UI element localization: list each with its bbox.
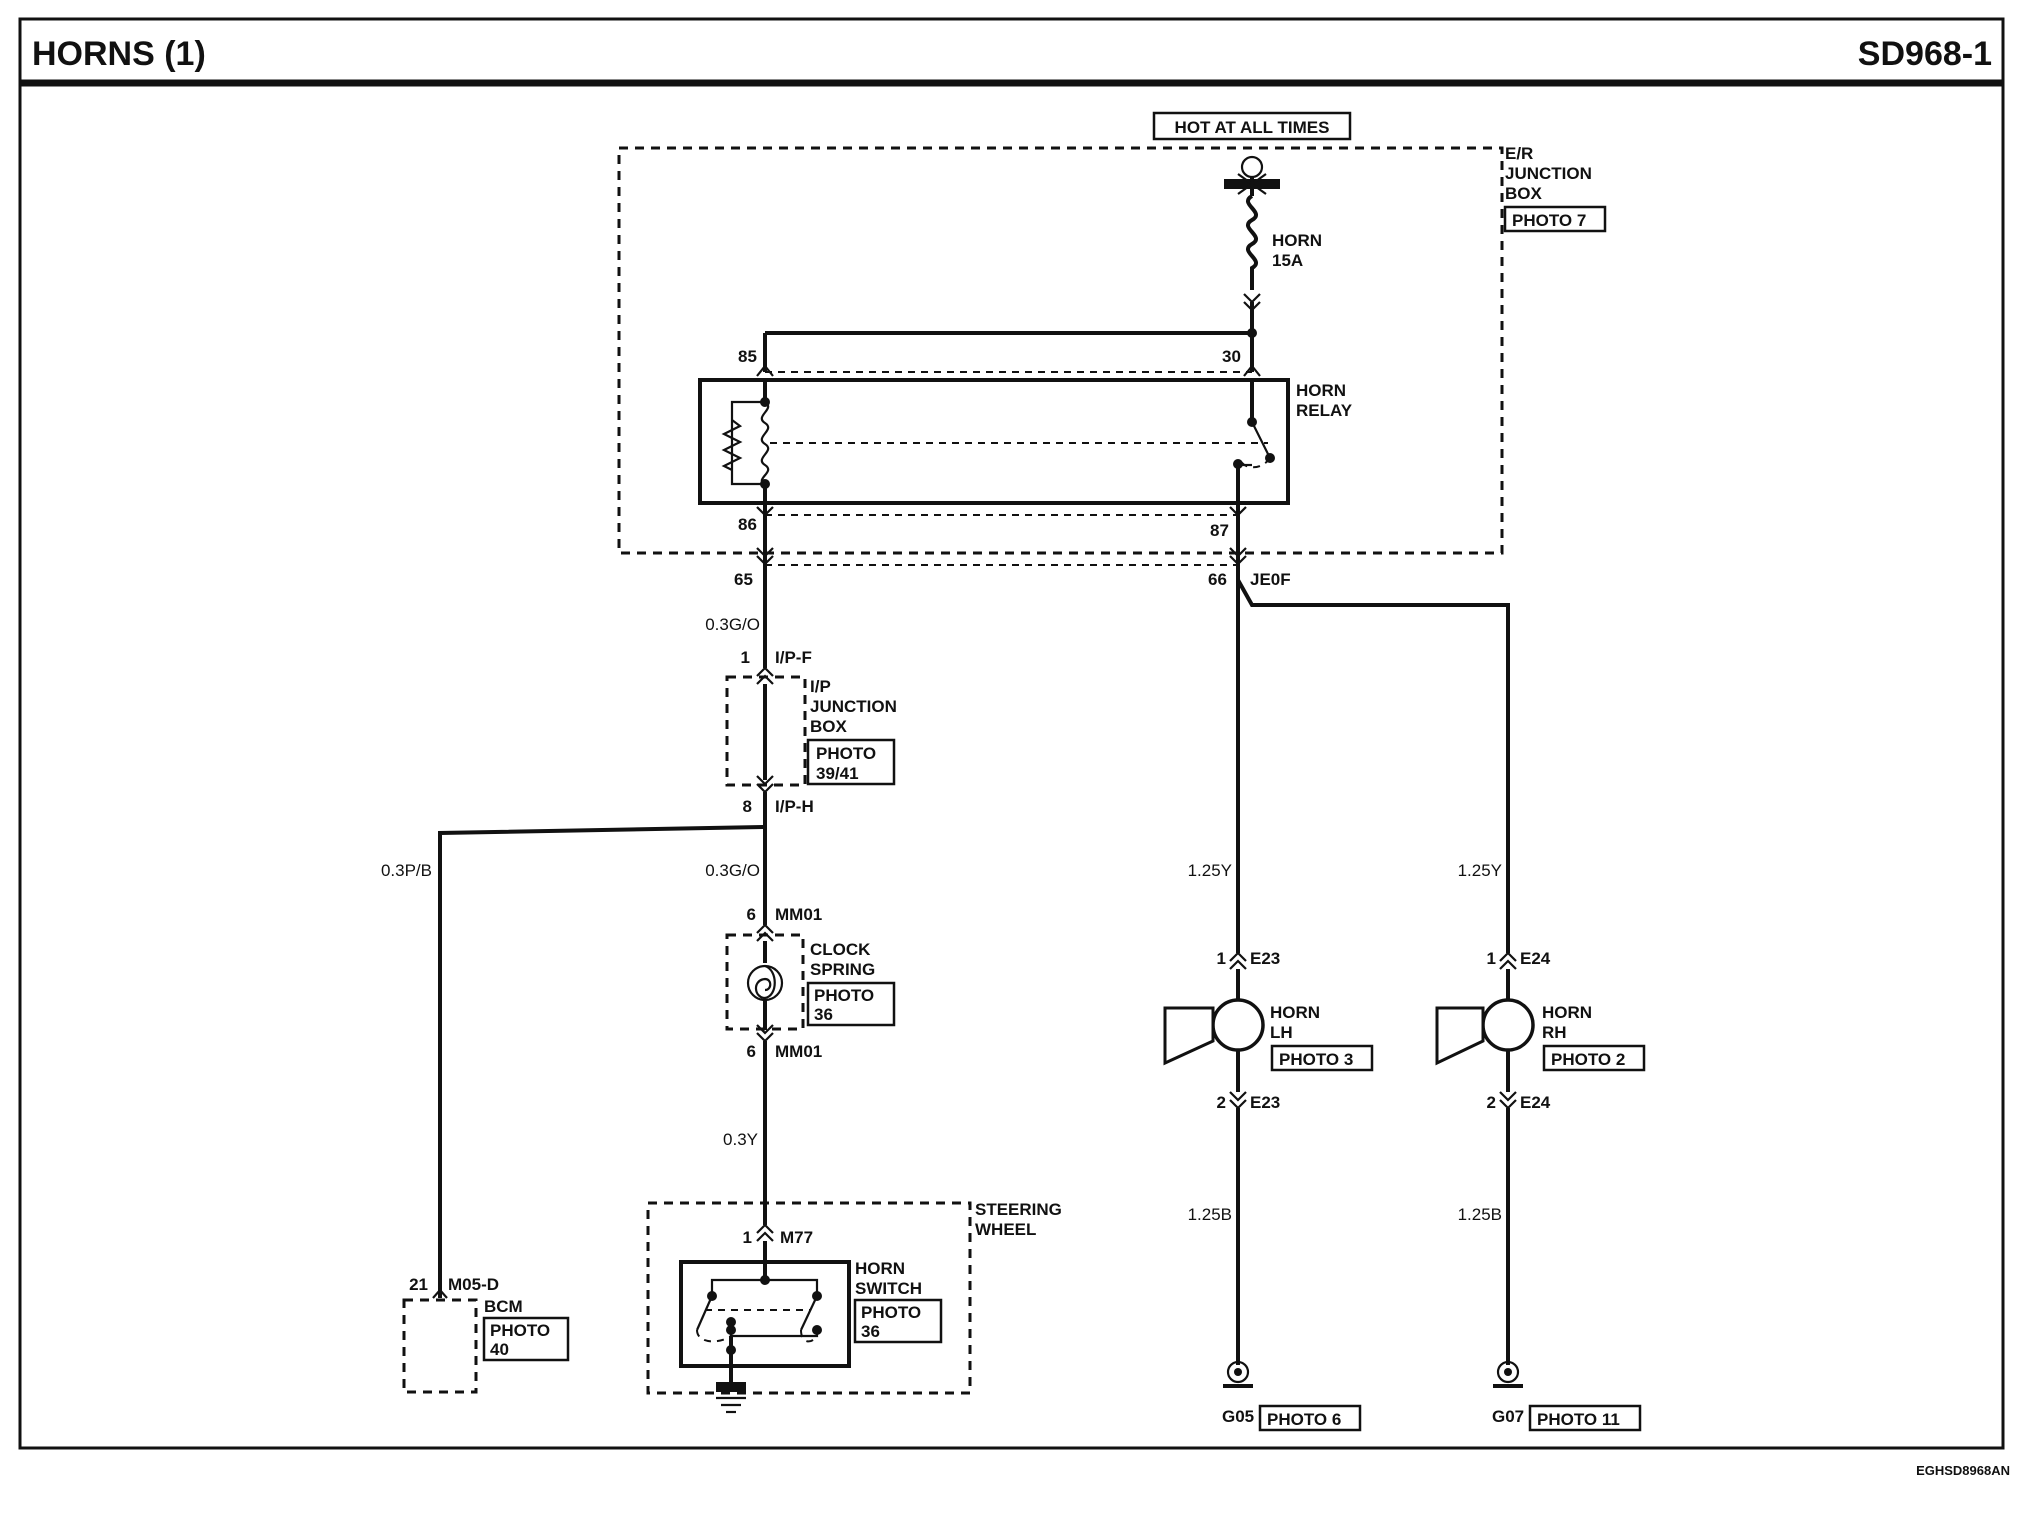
e23-top-label: E23 [1250,949,1280,968]
mm01-top-pin: 6 [747,905,756,924]
horn-switch-photo-1: PHOTO [861,1303,921,1322]
ip-f-label: I/P-F [775,648,812,667]
m05d-label: M05-D [448,1275,499,1294]
horn-rh-label-1: HORN [1542,1003,1592,1022]
ground-g07: G07 PHOTO 11 [1492,1360,1642,1432]
er-junction-box: E/R JUNCTION BOX PHOTO 7 [617,144,1607,555]
bcm-module: 21 M05-D BCM PHOTO 40 [402,1275,570,1394]
ip-junction-label-3: BOX [810,717,848,736]
g07-label: G07 [1492,1407,1524,1426]
steering-wheel-label-1: STEERING [975,1200,1062,1219]
relay-pin-87: 87 [1210,521,1229,540]
horn-switch-label-1: HORN [855,1259,905,1278]
horn-lh-label-2: LH [1270,1023,1293,1042]
relay-label-1: HORN [1296,381,1346,400]
ip-junction-box: I/P JUNCTION BOX PHOTO 39/41 [725,675,897,787]
er-junction-label-2: JUNCTION [1505,164,1592,183]
relay-pin-86: 86 [738,515,757,534]
ground-g05: G05 PHOTO 6 [1222,1360,1362,1432]
clock-spring-photo-1: PHOTO [814,986,874,1005]
wire-label-125y-rh: 1.25Y [1458,861,1502,880]
er-junction-label-1: E/R [1505,144,1533,163]
connector-pin-65: 65 [734,570,753,589]
m77-label: M77 [780,1228,813,1247]
steering-wheel-label-2: WHEEL [975,1220,1036,1239]
g05-label: G05 [1222,1407,1254,1426]
bcm-photo-2: 40 [490,1340,509,1359]
ip-h-pin: 8 [743,797,752,816]
steering-wheel: STEERING WHEEL 1 M77 [646,1200,1062,1395]
e24-top-label: E24 [1520,949,1551,968]
e24-bottom-label: E24 [1520,1093,1551,1112]
relay-label-2: RELAY [1296,401,1353,420]
wire-label-125b-lh: 1.25B [1188,1205,1232,1224]
horn-lh-label-1: HORN [1270,1003,1320,1022]
clock-spring-photo-2: 36 [814,1005,833,1024]
wire-label-03pb: 0.3P/B [381,861,432,880]
horn-relay: 85 30 HORN RELAY [698,347,1353,505]
e23-top-pin: 1 [1217,949,1226,968]
horn-switch-photo-2: 36 [861,1322,880,1341]
wire-label-125y-lh: 1.25Y [1188,861,1232,880]
horn-switch: HORN SWITCH PHOTO 36 [679,1241,943,1414]
wire-label-125b-rh: 1.25B [1458,1205,1502,1224]
horn-rh-photo: PHOTO 2 [1551,1050,1625,1069]
wire-label-03go-b: 0.3G/O [705,861,760,880]
e24-bottom-pin: 2 [1487,1093,1496,1112]
connector-je0f: JE0F [1250,570,1291,589]
er-junction-photo: PHOTO 7 [1512,211,1586,230]
er-junction-label-3: BOX [1505,184,1543,203]
mm01-bottom-pin: 6 [747,1042,756,1061]
m77-pin: 1 [743,1228,752,1247]
horn-rh: 1 E24 HORN RH PHOTO 2 2 E24 [1435,949,1646,1112]
relay-pin-85: 85 [738,347,757,366]
bcm-label: BCM [484,1297,523,1316]
ip-f-pin: 1 [741,648,750,667]
footer-code: EGHSD8968AN [1916,1463,2010,1478]
e23-bottom-label: E23 [1250,1093,1280,1112]
page-title: HORNS (1) [32,35,206,73]
ip-h-label: I/P-H [775,797,814,816]
ip-junction-label-2: JUNCTION [810,697,897,716]
power-source: HOT AT ALL TIMES [1152,111,1352,196]
fuse-name: HORN [1272,231,1322,250]
wire-label-03y: 0.3Y [723,1130,758,1149]
ip-junction-label-1: I/P [810,677,831,696]
ip-junction-photo-1: PHOTO [816,744,876,763]
hot-at-all-times-label: HOT AT ALL TIMES [1175,118,1330,137]
horn-lh: 1 E23 HORN LH PHOTO 3 2 E23 [1163,949,1374,1112]
bcm-photo-1: PHOTO [490,1321,550,1340]
clock-spring-label-1: CLOCK [810,940,871,959]
diagram-frame [18,17,2005,1450]
wire-125y-rh [1236,579,1510,953]
horn-lh-photo: PHOTO 3 [1279,1050,1353,1069]
mm01-bottom-label: MM01 [775,1042,822,1061]
horn-rh-label-2: RH [1542,1023,1567,1042]
fuse-rating: 15A [1272,251,1303,270]
connector-pin-66: 66 [1208,570,1227,589]
ip-junction-photo-2: 39/41 [816,764,859,783]
clock-spring-label-2: SPRING [810,960,875,979]
g07-photo: PHOTO 11 [1537,1410,1620,1429]
m05d-pin: 21 [409,1275,428,1294]
horn-switch-label-2: SWITCH [855,1279,922,1298]
e24-top-pin: 1 [1487,949,1496,968]
horn-fuse: HORN 15A [1243,194,1322,338]
wire-03pb [438,815,767,1298]
e23-bottom-pin: 2 [1217,1093,1226,1112]
page-code: SD968-1 [1858,35,1992,73]
wire-label-03go-a: 0.3G/O [705,615,760,634]
clock-spring: CLOCK SPRING PHOTO 36 [725,933,896,1031]
mm01-top-label: MM01 [775,905,822,924]
g05-photo: PHOTO 6 [1267,1410,1341,1429]
relay-pin-30: 30 [1222,347,1241,366]
